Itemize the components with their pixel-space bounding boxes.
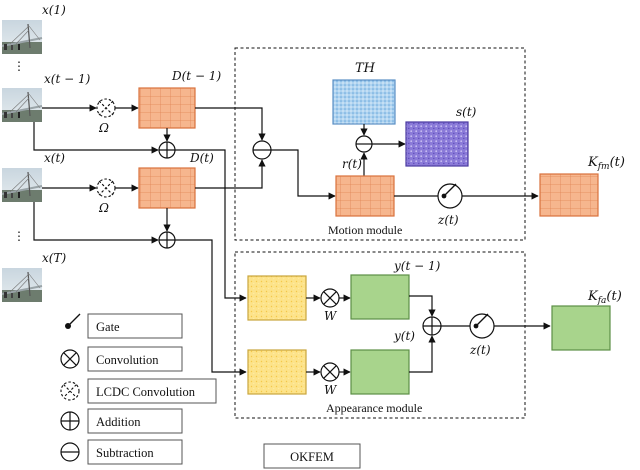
subtraction-node-1 xyxy=(252,140,272,160)
frame-label: x(T) xyxy=(42,251,66,265)
frame-xT: x(T) xyxy=(1,251,66,303)
appearance-module-box xyxy=(234,251,526,419)
kfa-label: Kfa(t) xyxy=(587,289,622,306)
frame-xt: x(t) xyxy=(1,151,65,203)
residual-map: r(t) xyxy=(335,157,395,217)
y-t-label: y(t) xyxy=(393,329,415,343)
wire-sub-r xyxy=(271,149,336,200)
legend-lcdc-label: LCDC Convolution xyxy=(96,385,196,399)
okfem-label: OKFEM xyxy=(290,450,334,464)
wire-xt-add2 xyxy=(33,202,159,244)
frame-image xyxy=(1,19,43,55)
lcdc-op-prev: Ω xyxy=(96,98,116,135)
wire-dt-sub xyxy=(195,159,266,189)
gate-motion: z(t) xyxy=(437,183,463,227)
kfm-subscript: fm xyxy=(597,162,610,172)
wire-yprev-add3 xyxy=(409,295,436,317)
threshold-label: TH xyxy=(355,61,376,76)
kfa-subscript: fa xyxy=(597,296,607,306)
feature-y-prev: y(t − 1) xyxy=(350,259,441,320)
addition-node-3 xyxy=(422,316,442,336)
wire-dprev-sub xyxy=(195,107,266,141)
wire-xprev-add1 xyxy=(33,122,159,154)
feature-map-d-prev: D(t − 1) xyxy=(138,69,221,129)
legend-subtraction: Subtraction xyxy=(60,439,183,465)
appearance-module-caption: Appearance module xyxy=(326,401,422,415)
convolution-op-2: W xyxy=(320,362,340,397)
appearance-input-2 xyxy=(247,349,307,395)
addition-node-1 xyxy=(158,141,176,159)
kfa-argument: (t) xyxy=(606,289,621,304)
lcdc-op-current: Ω xyxy=(96,178,116,215)
legend-addition: Addition xyxy=(60,408,183,434)
s-label: s(t) xyxy=(456,105,477,119)
feature-map-d-t: D(t) xyxy=(138,151,214,209)
y-prev-label: y(t − 1) xyxy=(393,259,441,273)
legend-convolution: Convolution xyxy=(60,346,183,372)
legend-gate-label: Gate xyxy=(96,320,120,334)
motion-module-caption: Motion module xyxy=(328,223,402,237)
motion-module-box xyxy=(234,47,526,241)
output-kfa: Kfa(t) xyxy=(551,289,622,351)
kfa-symbol: K xyxy=(587,289,599,304)
legend-gate: Gate xyxy=(65,313,183,339)
frame-label: x(t) xyxy=(44,151,65,165)
addition-node-2 xyxy=(158,231,176,249)
ellipsis-bottom: ⋮ xyxy=(13,229,25,243)
saliency-map: s(t) xyxy=(405,105,477,167)
legend-convolution-label: Convolution xyxy=(96,353,159,367)
kfm-label: Kfm(t) xyxy=(587,155,625,172)
legend-subtraction-label: Subtraction xyxy=(96,446,154,460)
legend-lcdc: LCDC Convolution xyxy=(60,378,217,404)
omega-label: Ω xyxy=(98,121,109,135)
feature-label: D(t) xyxy=(189,151,214,165)
w-label: W xyxy=(324,309,338,323)
output-kfm: Kfm(t) xyxy=(539,155,625,217)
gate-appearance: z(t) xyxy=(469,313,495,357)
legend-addition-label: Addition xyxy=(96,415,141,429)
gate-label: z(t) xyxy=(469,343,491,357)
omega-label: Ω xyxy=(98,201,109,215)
frame-image xyxy=(1,267,43,303)
frame-label: x(t − 1) xyxy=(44,72,91,86)
okfem-caption: OKFEM xyxy=(263,443,361,469)
ellipsis-top: ⋮ xyxy=(13,59,25,73)
feature-y-t: y(t) xyxy=(350,329,415,395)
subtraction-node-2 xyxy=(355,135,373,153)
kfm-symbol: K xyxy=(587,155,599,170)
frame-label: x(1) xyxy=(42,3,66,17)
legend: Gate Convolution LCDC Convolution Additi… xyxy=(60,313,217,465)
r-label: r(t) xyxy=(342,157,362,171)
w-label: W xyxy=(324,383,338,397)
frame-image xyxy=(1,167,43,203)
kfm-argument: (t) xyxy=(610,155,625,170)
appearance-input-1 xyxy=(247,275,307,321)
frame-xt-prev: x(t − 1) xyxy=(1,72,91,123)
wire-yt-add3 xyxy=(409,335,436,373)
threshold-map: TH xyxy=(332,61,396,125)
convolution-op-1: W xyxy=(320,288,340,323)
frame-x1: x(1) xyxy=(1,3,66,55)
frame-image xyxy=(1,87,43,123)
gate-label: z(t) xyxy=(437,213,459,227)
wire-add2-appearance xyxy=(175,239,247,376)
feature-label: D(t − 1) xyxy=(171,69,221,83)
